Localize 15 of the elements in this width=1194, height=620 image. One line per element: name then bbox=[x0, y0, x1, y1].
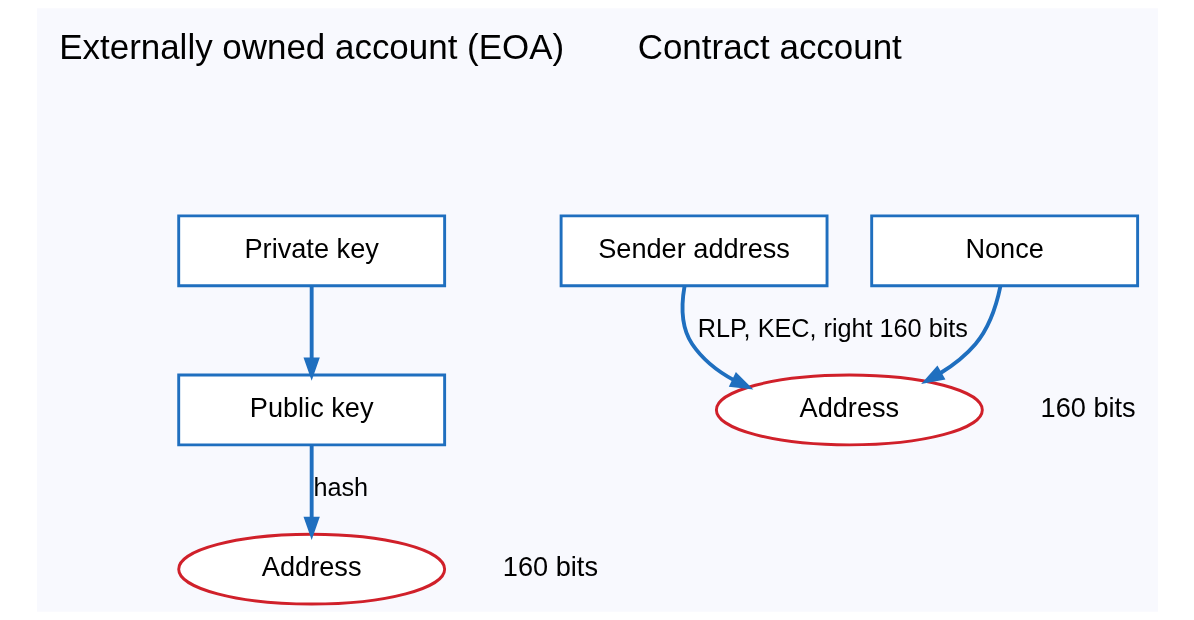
arrow bbox=[303, 286, 320, 381]
edge-label: hash bbox=[312, 473, 368, 502]
node-box: Public key bbox=[176, 373, 446, 447]
node-box: Sender address bbox=[559, 214, 828, 288]
label: Contract account bbox=[637, 27, 902, 67]
arrow bbox=[303, 445, 320, 540]
arrow bbox=[920, 285, 1002, 384]
node-ellipse: Address bbox=[176, 532, 446, 606]
label: Externally owned account (EOA) bbox=[58, 27, 564, 67]
node-box: Nonce bbox=[869, 214, 1139, 288]
node-box: Private key bbox=[176, 214, 446, 288]
node-label: 160 bits bbox=[1040, 392, 1136, 424]
arrow bbox=[680, 286, 753, 390]
node-label: 160 bits bbox=[502, 551, 598, 583]
edge-label: RLP, KEC, right 160 bits bbox=[697, 313, 968, 342]
